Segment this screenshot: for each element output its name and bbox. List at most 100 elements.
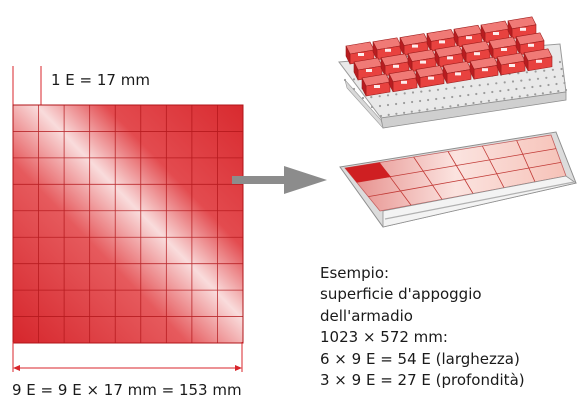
storage-bin (523, 48, 553, 72)
perforation-dot (517, 72, 520, 75)
perforation-dot (539, 84, 542, 88)
example-line: 3 × 9 E = 27 E (profondità) (320, 371, 525, 390)
perforation-dot (403, 111, 406, 114)
example-line: 6 × 9 E = 54 E (larghezza) (320, 349, 520, 368)
storage-bin (415, 65, 445, 88)
perforation-dot (561, 74, 565, 78)
perforation-dot (515, 87, 518, 91)
example-line: superficie d'appoggio (320, 285, 482, 304)
perforation-dot (386, 94, 390, 97)
perforation-dot (470, 85, 473, 88)
example-line: 1023 × 572 mm: (320, 328, 448, 347)
tray-line (516, 140, 536, 182)
perforation-dot (472, 101, 475, 105)
perforation-dot (395, 93, 398, 96)
tray-line (413, 156, 443, 200)
perforation-dot (467, 93, 470, 97)
perforation-dot (560, 67, 563, 71)
example-line: dell'armadio (320, 306, 413, 325)
unit-grid (12, 104, 244, 344)
perforation-dot (475, 92, 478, 96)
perforation-dot (478, 84, 481, 87)
highlighted-unit-cell (345, 162, 391, 183)
perforation-dot (531, 85, 534, 89)
storage-bin (399, 33, 429, 56)
perforation-dot (553, 75, 556, 78)
perforation-dot (547, 83, 550, 87)
perforation-dot (436, 88, 440, 91)
storage-bin (407, 49, 437, 72)
perforation-dot (510, 96, 514, 99)
perforation-dot (411, 100, 414, 104)
perforation-dot (486, 83, 490, 86)
perforation-dot (459, 94, 462, 98)
perforation-dot (534, 70, 537, 73)
perforation-dot (387, 113, 390, 116)
perforation-dot (411, 91, 415, 94)
perforation-dot (536, 77, 540, 80)
storage-bin (496, 52, 526, 76)
perforation-dot (457, 104, 460, 107)
perforation-dot (495, 82, 498, 85)
perforation-dot (395, 112, 398, 115)
perforation-dot (487, 99, 490, 102)
arrow-to-drawer (232, 166, 327, 194)
tray-line (481, 145, 505, 188)
perforation-dot (426, 108, 429, 111)
perforation-dot (499, 89, 502, 93)
perforation-dot (491, 90, 494, 94)
perforation-dot (427, 98, 430, 102)
perforation-dot (403, 101, 406, 105)
perforation-dot (386, 103, 390, 107)
perforation-dot (378, 104, 382, 108)
perforation-dot (352, 78, 356, 81)
tray-line (368, 161, 562, 198)
tray-line (447, 151, 474, 194)
storage-bin (388, 69, 418, 93)
example-line: Esempio: (320, 264, 390, 282)
perforation-dot (410, 110, 413, 113)
perforation-dot (525, 71, 529, 74)
perforation-dot (435, 97, 438, 101)
perforation-dot (378, 95, 381, 98)
perforation-dot (379, 114, 383, 118)
perforation-dot (518, 95, 521, 98)
perforation-dot (420, 90, 423, 93)
perforation-dot (361, 96, 365, 100)
storage-bin (442, 61, 472, 84)
perforation-dot (441, 106, 444, 109)
storage-bin (469, 56, 499, 80)
perforation-dot (370, 105, 374, 109)
perforation-dot (551, 68, 555, 71)
example-text: Esempio: superficie d'appoggio dell'arma… (320, 263, 525, 391)
perforation-dot (495, 98, 498, 101)
drawer-with-tray (339, 131, 577, 228)
perforation-dot (480, 100, 483, 103)
perforation-dot (443, 96, 446, 100)
unit-size-label: 1 E = 17 mm (51, 71, 150, 89)
total-width-dimension (12, 342, 243, 372)
perforation-dot (545, 76, 548, 79)
perforation-dot (483, 91, 486, 95)
perforation-dot (526, 94, 529, 97)
perforation-dot (558, 60, 562, 64)
drawer-with-bins (338, 16, 568, 129)
perforation-dot (507, 88, 510, 92)
perforation-dot (534, 93, 537, 96)
perforation-dot (555, 82, 558, 86)
perforation-dot (433, 107, 437, 110)
perforation-dot (549, 91, 552, 94)
perforation-dot (511, 80, 515, 83)
perforation-dot (520, 79, 523, 82)
total-width-label: 9 E = 9 E × 17 mm = 153 mm (12, 381, 242, 399)
perforation-dot (451, 95, 454, 99)
perforation-dot (523, 86, 526, 90)
perforation-dot (543, 69, 546, 72)
perforation-dot (541, 92, 545, 95)
perforation-dot (370, 96, 373, 99)
perforation-dot (419, 99, 422, 103)
perforation-dot (428, 89, 431, 92)
perforation-dot (418, 109, 421, 112)
perforation-dot (449, 105, 452, 108)
